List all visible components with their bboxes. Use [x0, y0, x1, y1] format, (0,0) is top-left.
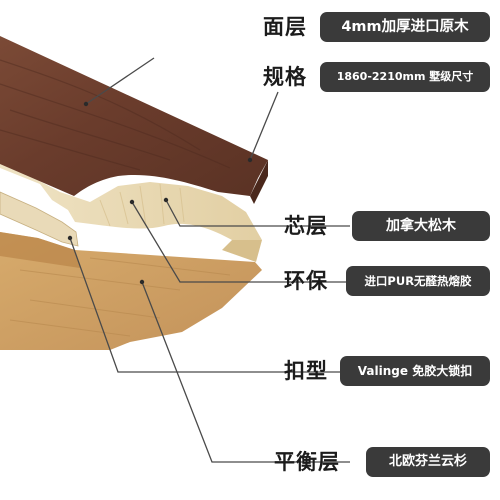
leader-dots	[67, 101, 253, 285]
leader-balance	[141, 281, 350, 463]
leader-click	[69, 237, 350, 373]
surface-grain	[0, 59, 231, 171]
spec-label-balance: 平衡层	[274, 450, 340, 474]
leader-core	[165, 199, 350, 227]
leader-dot-size	[247, 157, 253, 163]
spec-row-size: 规格 1860-2210mm 墅级尺寸	[0, 62, 500, 92]
click-profile	[0, 191, 79, 247]
spec-label-surface: 面层	[263, 15, 307, 39]
spec-row-click: 扣型 Valinge 免胶大锁扣	[0, 356, 500, 386]
balance-layer-edge	[0, 232, 80, 268]
core-layer-side	[222, 240, 262, 262]
spec-value-size: 1860-2210mm 墅级尺寸	[320, 62, 490, 92]
leader-surface	[85, 57, 155, 105]
leader-dot-glue	[129, 199, 135, 205]
spec-value-eco: 进口PUR无醛热熔胶	[346, 266, 490, 296]
spec-label-click: 扣型	[284, 359, 328, 383]
leader-dot-core	[163, 197, 169, 203]
leader-dot-balance	[139, 279, 145, 285]
leader-size	[249, 91, 279, 161]
spec-label-core: 芯层	[284, 214, 328, 238]
spec-row-core: 芯层 加拿大松木	[0, 211, 500, 241]
surface-layer	[0, 36, 268, 196]
spec-label-size: 规格	[263, 65, 307, 89]
leader-dot-click	[67, 235, 73, 241]
spec-row-eco: 环保 进口PUR无醛热熔胶	[0, 266, 500, 296]
spec-value-surface: 4mm加厚进口原木	[320, 12, 490, 42]
core-grain	[99, 183, 185, 227]
spec-value-click: Valinge 免胶大锁扣	[340, 356, 490, 386]
spec-row-surface: 面层 4mm加厚进口原木	[0, 12, 500, 42]
leader-lines	[69, 57, 350, 463]
core-layer	[0, 160, 262, 240]
spec-row-balance: 平衡层 北欧芬兰云杉	[0, 447, 500, 477]
leader-glue	[131, 201, 350, 283]
spec-label-eco: 环保	[284, 269, 328, 293]
spec-value-balance: 北欧芬兰云杉	[366, 447, 490, 477]
leader-dot-surface	[83, 101, 89, 107]
spec-value-core: 加拿大松木	[352, 211, 490, 241]
surface-layer-edge	[250, 160, 268, 204]
